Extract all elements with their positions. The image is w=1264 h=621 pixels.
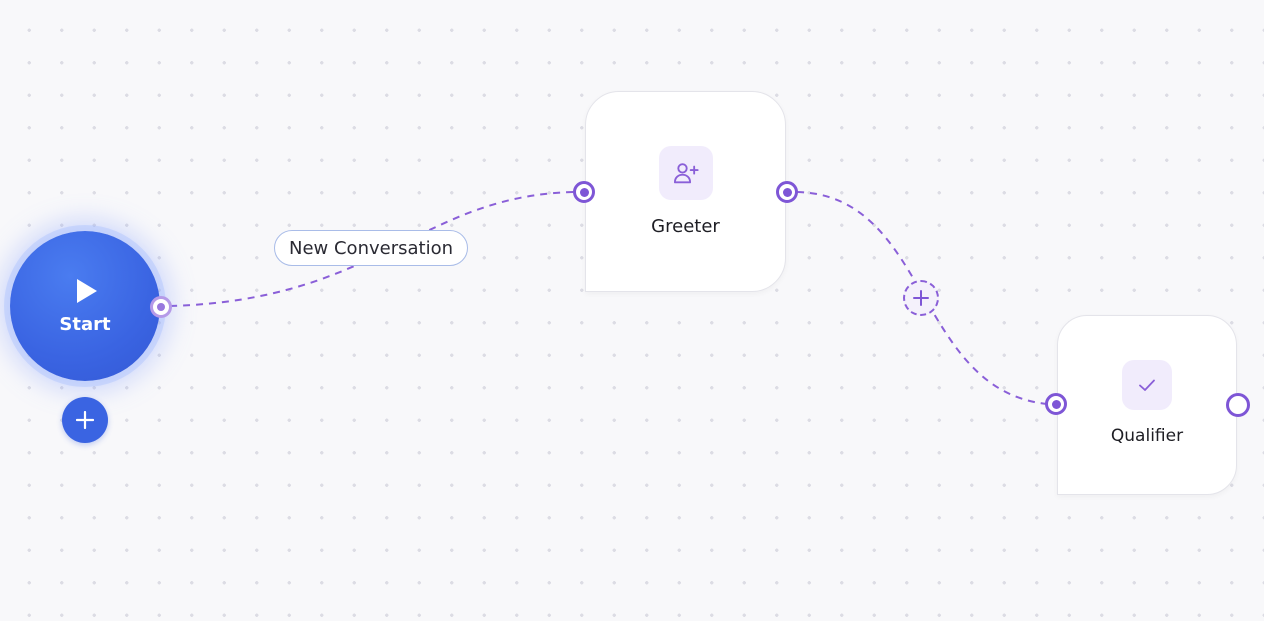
plus-icon [913,290,929,306]
user-plus-icon [673,163,699,184]
node-label: Greeter [651,216,720,237]
node-icon-container [1122,360,1172,410]
greeter-output-handle[interactable] [776,181,798,203]
node-qualifier[interactable]: Qualifier [1057,315,1237,495]
start-label: Start [59,313,111,335]
start-node[interactable]: Start [10,231,160,381]
node-label: Qualifier [1110,426,1184,446]
edge-label-new-conversation[interactable]: New Conversation [274,230,468,266]
check-icon [1139,379,1155,391]
node-icon-container [658,146,713,200]
qualifier-output-handle[interactable] [1226,393,1250,417]
edge-add-button[interactable] [903,280,939,316]
plus-icon [76,411,94,429]
add-node-button[interactable] [62,397,108,443]
qualifier-input-handle[interactable] [1045,393,1067,415]
play-icon [77,278,97,303]
node-greeter[interactable]: Greeter [585,91,786,292]
greeter-input-handle[interactable] [573,181,595,203]
start-output-handle[interactable] [150,296,172,318]
